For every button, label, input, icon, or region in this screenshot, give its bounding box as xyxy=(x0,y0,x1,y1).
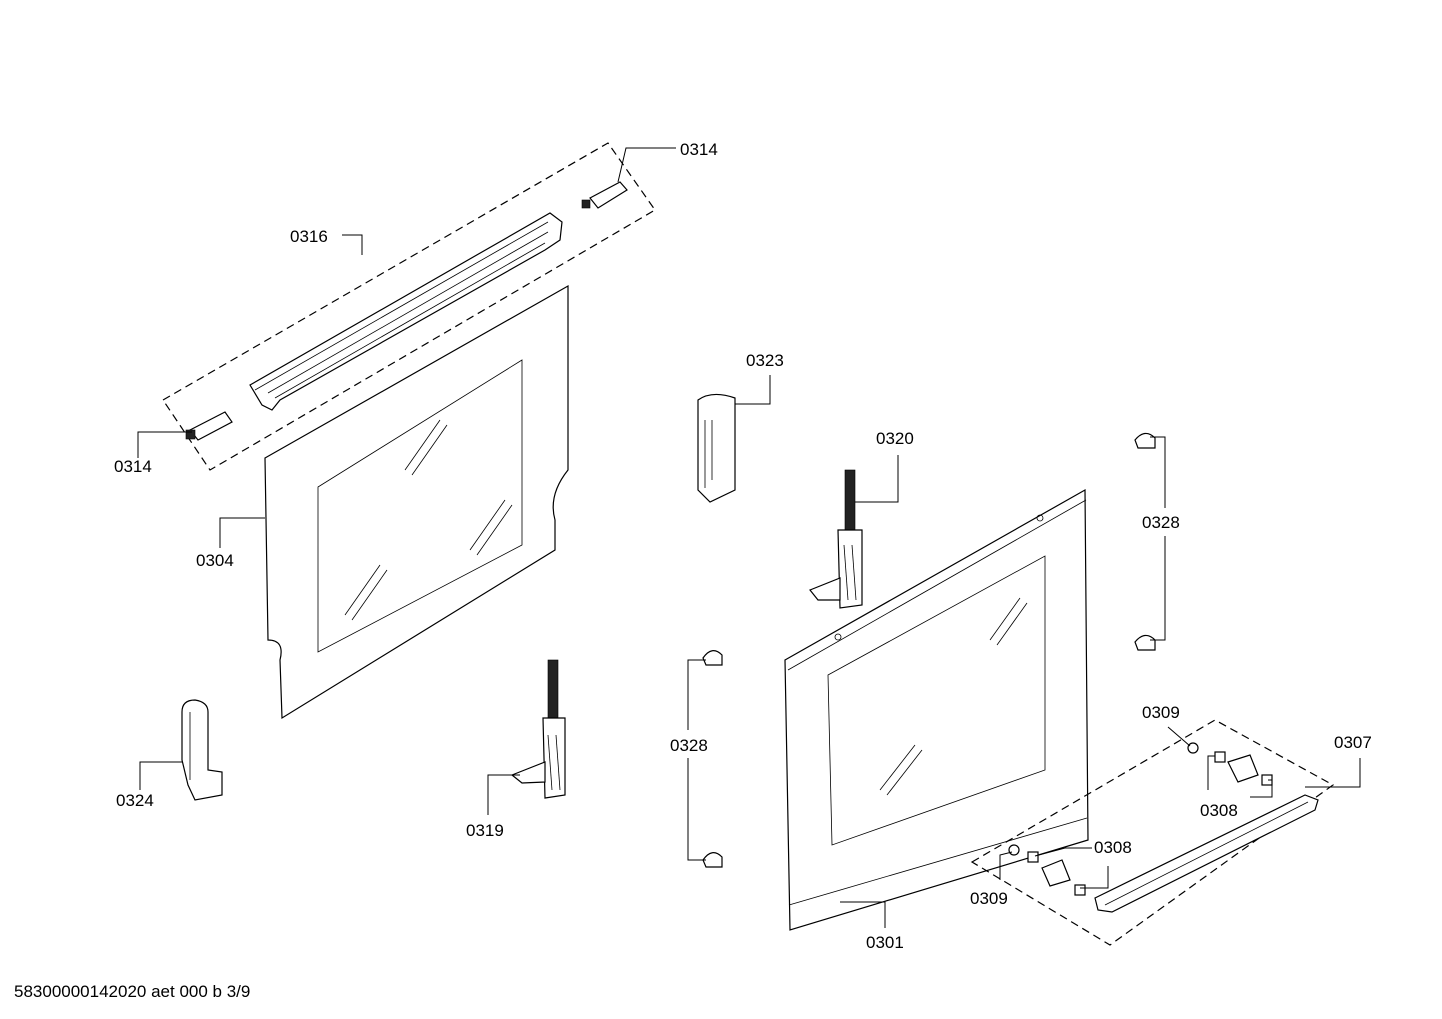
label-0314-left: 0314 xyxy=(114,457,152,476)
label-0309-lower: 0309 xyxy=(970,889,1008,908)
left-hinge-part xyxy=(487,659,566,815)
inner-glass-panel xyxy=(219,284,569,720)
mid-bracket-part xyxy=(697,375,771,503)
label-0301: 0301 xyxy=(866,933,904,952)
label-0308-lower: 0308 xyxy=(1094,838,1132,857)
right-hinge-part xyxy=(809,455,899,609)
label-0304: 0304 xyxy=(196,551,234,570)
label-0320: 0320 xyxy=(876,429,914,448)
document-reference-footer: 58300000142020 aet 000 b 3/9 xyxy=(14,982,251,1001)
label-0308-upper: 0308 xyxy=(1200,801,1238,820)
handle-assembly-group xyxy=(970,719,1361,946)
outer-door-panel xyxy=(784,488,1089,931)
right-caps-part xyxy=(1134,432,1166,651)
label-0328-right: 0328 xyxy=(1142,513,1180,532)
top-trim-group xyxy=(137,142,676,471)
left-bracket-part xyxy=(139,699,223,801)
label-0314-top-right: 0314 xyxy=(680,140,718,159)
label-0316: 0316 xyxy=(290,227,328,246)
label-0307: 0307 xyxy=(1334,733,1372,752)
label-0309-upper: 0309 xyxy=(1142,703,1180,722)
label-0324: 0324 xyxy=(116,791,154,810)
mid-caps-part xyxy=(687,650,723,868)
label-0323: 0323 xyxy=(746,351,784,370)
label-0328-mid: 0328 xyxy=(670,736,708,755)
label-0319: 0319 xyxy=(466,821,504,840)
